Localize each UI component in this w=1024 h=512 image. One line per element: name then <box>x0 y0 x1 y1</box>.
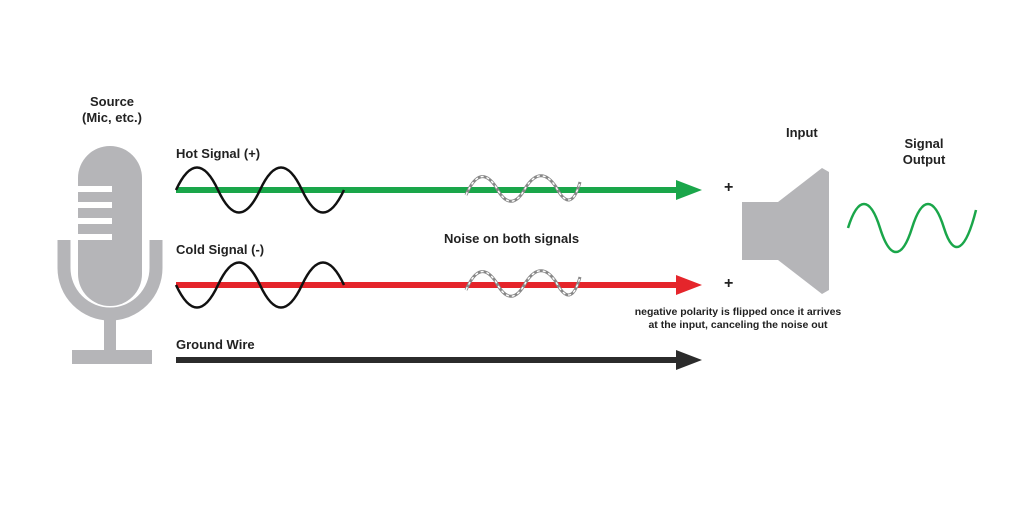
input-plus-hot: + <box>724 179 734 196</box>
signal-output-line1: Signal <box>904 136 944 151</box>
output-signal-wave <box>846 203 978 253</box>
polarity-note-line2: at the input, canceling the noise out <box>648 319 828 331</box>
hot-wire-arrowhead <box>676 180 702 200</box>
speaker-icon <box>742 168 829 294</box>
mic-grille-line <box>78 202 112 208</box>
polarity-note: negative polarity is flipped once it arr… <box>608 306 868 332</box>
cold-wire-arrowhead <box>676 275 702 295</box>
hot-signal-label: Hot Signal (+) <box>176 146 261 161</box>
mic-grille-line <box>78 186 112 192</box>
mic-grille-line <box>78 234 112 240</box>
mic-grille-line <box>78 218 112 224</box>
ground-wire-label: Ground Wire <box>176 337 255 352</box>
input-label: Input <box>786 125 818 140</box>
ground-wire-arrowhead <box>676 350 702 370</box>
mic-capsule <box>78 146 142 306</box>
input-plus-cold: + <box>724 275 734 292</box>
source-label: Source (Mic, etc.) <box>62 94 162 126</box>
speaker-body <box>742 202 778 260</box>
signal-output-line2: Output <box>902 152 946 167</box>
signal-output-label: Signal Output <box>884 136 964 168</box>
noise-label: Noise on both signals <box>444 231 580 246</box>
mic-stem <box>104 312 116 352</box>
polarity-note-line1: negative polarity is flipped once it arr… <box>634 306 842 318</box>
source-label-line2: (Mic, etc.) <box>82 110 142 125</box>
microphone-icon <box>57 146 163 364</box>
source-label-line1: Source <box>89 94 135 109</box>
cold-noise-wave-dash <box>465 270 581 297</box>
mic-base <box>72 350 152 364</box>
cold-signal-label: Cold Signal (-) <box>176 242 265 257</box>
cold-signal-wave <box>174 261 346 309</box>
hot-signal-wave <box>174 166 346 214</box>
hot-noise-wave-dash <box>465 175 581 202</box>
speaker-cone <box>778 168 829 294</box>
